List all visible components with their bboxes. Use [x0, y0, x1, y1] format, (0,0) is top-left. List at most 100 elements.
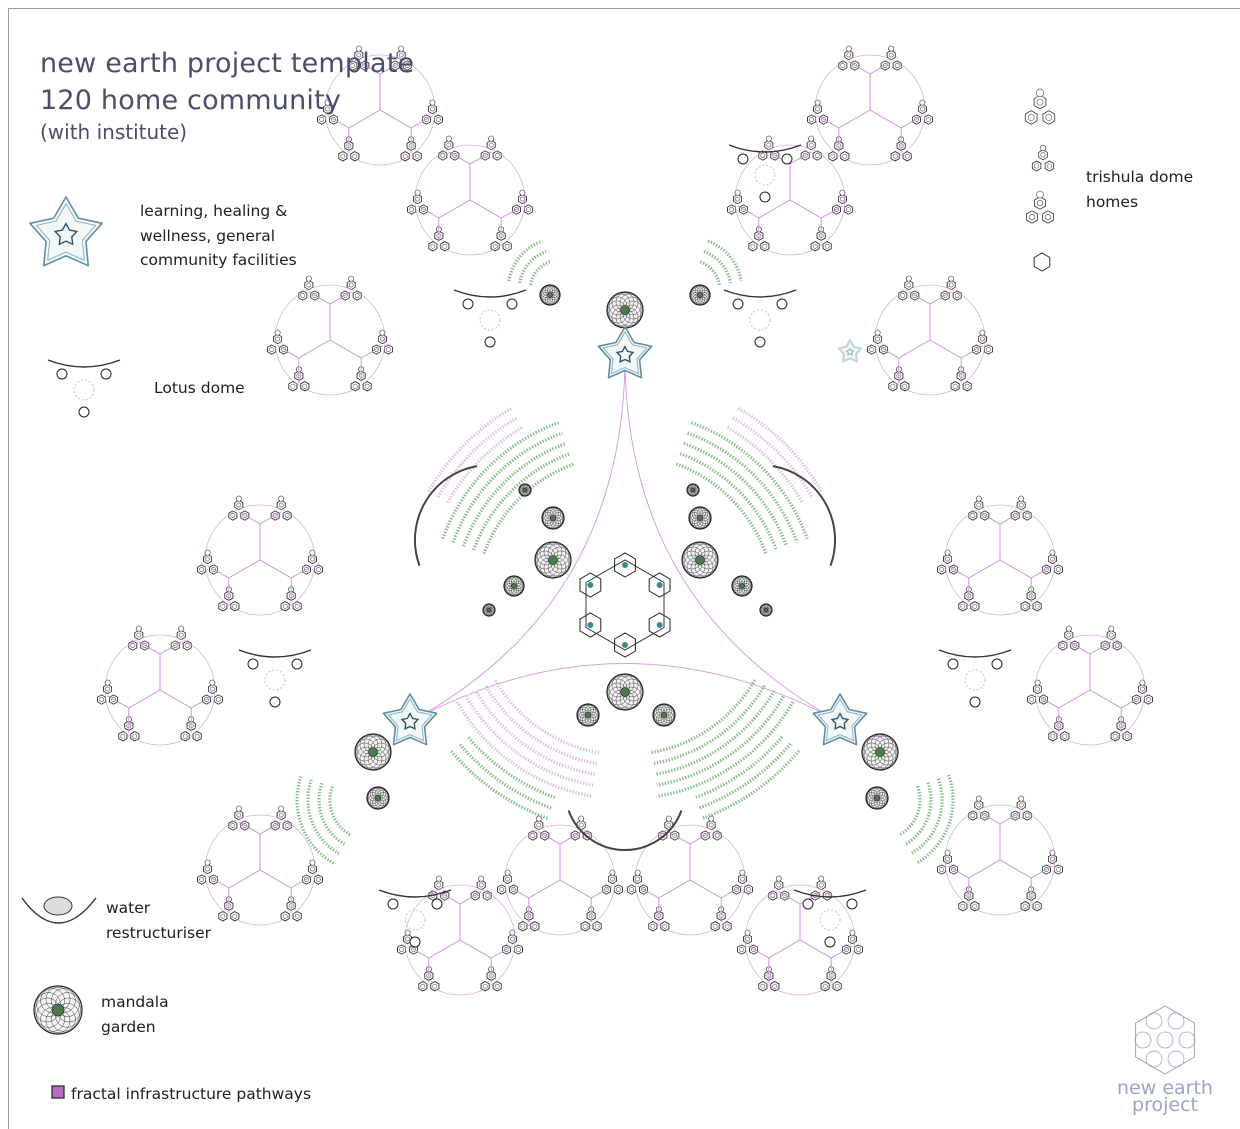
dome-hex	[203, 863, 213, 875]
dome-node	[609, 869, 616, 876]
pathway-ring	[404, 884, 516, 996]
dome-core	[1045, 114, 1053, 121]
dome-core	[278, 812, 284, 818]
pathway-branch	[968, 559, 1001, 579]
pathway-branch	[459, 891, 482, 905]
pathway-branch	[259, 559, 292, 579]
dome-core	[572, 833, 578, 838]
dome-core	[954, 293, 960, 298]
mandala-garden	[366, 786, 390, 810]
dome-core	[290, 383, 296, 389]
dome-core	[1012, 813, 1018, 818]
dome-core	[578, 822, 584, 828]
dome-hex	[727, 204, 736, 215]
dome-core	[199, 877, 205, 882]
dome-core	[203, 697, 209, 702]
dome-core	[309, 866, 315, 872]
trishula-home	[820, 966, 842, 992]
dome-core	[782, 893, 788, 898]
dome-hex	[1034, 196, 1046, 210]
dome-core	[745, 936, 751, 942]
dome-hex	[234, 809, 244, 821]
dome-core	[1066, 632, 1072, 638]
dome-core	[902, 383, 908, 389]
dome-core	[976, 802, 982, 808]
dome-node	[488, 135, 495, 142]
pathway-branch	[929, 339, 962, 359]
pathway-branch	[978, 811, 1001, 825]
dome-core	[415, 196, 421, 202]
dome-hex	[383, 344, 393, 355]
pathway-branch	[1068, 641, 1091, 655]
dome-node	[309, 549, 316, 556]
dome-hex	[400, 151, 410, 162]
dome-core	[809, 117, 815, 122]
dome-core	[211, 877, 217, 882]
logo-hex	[1135, 1005, 1195, 1075]
dome-core	[912, 293, 918, 298]
dome-core	[452, 153, 458, 158]
mandala-center	[511, 583, 517, 589]
dome-hex	[230, 601, 240, 612]
pathway-branch	[327, 115, 350, 129]
dome-node	[1035, 88, 1045, 97]
dome-core	[220, 913, 226, 919]
trishula-home	[280, 586, 302, 612]
dome-core	[603, 887, 609, 892]
dome-core	[379, 336, 385, 342]
trishula-home	[1010, 495, 1032, 521]
lotus-arc	[938, 649, 1012, 658]
dome-hex	[397, 944, 407, 955]
trishula-home	[512, 189, 533, 215]
lotus-ring	[754, 164, 776, 186]
garden-row	[732, 416, 814, 498]
dome-core	[278, 502, 284, 508]
trishula-home	[301, 549, 323, 575]
dome-core	[1112, 733, 1118, 739]
mandala-garden	[354, 733, 392, 771]
title-line-2: 120 home community	[40, 85, 342, 116]
dome-core	[1055, 567, 1061, 572]
trishula-home	[298, 275, 320, 301]
water-restructuriser-arc	[567, 810, 683, 851]
dome-core	[513, 207, 519, 212]
dome-core	[411, 947, 417, 952]
dome-hex	[633, 873, 642, 885]
dome-core	[702, 833, 708, 838]
pathway-ring	[1034, 634, 1146, 746]
star-outer	[837, 339, 863, 363]
dome-hex	[1038, 149, 1048, 161]
garden-row	[910, 778, 944, 856]
lotus-ring	[964, 669, 986, 691]
dome-core	[352, 153, 358, 159]
lotus-dome	[453, 289, 527, 348]
pathway-branch	[329, 291, 352, 305]
garden-row	[493, 679, 600, 755]
dome-core	[1036, 98, 1044, 106]
dome-node	[765, 135, 772, 142]
dome-core	[525, 207, 531, 212]
mandala-garden	[689, 284, 711, 306]
dome-hex	[840, 151, 850, 162]
dome-core	[741, 207, 747, 212]
dome-core	[1072, 643, 1078, 648]
dome-core	[362, 63, 368, 68]
trishula-home	[197, 859, 219, 885]
central-institute	[579, 552, 671, 658]
star-outer	[382, 693, 438, 746]
legend-pathway-swatch	[51, 1085, 65, 1099]
pathway-branch	[789, 151, 812, 165]
pathway-branch	[358, 61, 381, 75]
dome-core	[211, 567, 217, 572]
dome-core	[356, 52, 362, 58]
lotus-arc	[47, 359, 121, 368]
pathway-ring	[104, 634, 216, 746]
dome-core	[414, 153, 420, 159]
dome-hex	[300, 381, 310, 392]
trishula-home	[732, 869, 753, 895]
trishula-home	[842, 929, 863, 955]
dome-hex	[890, 151, 900, 162]
dome-hex	[433, 114, 443, 125]
pathway-branch	[438, 891, 461, 905]
pathway-branch	[999, 559, 1032, 579]
